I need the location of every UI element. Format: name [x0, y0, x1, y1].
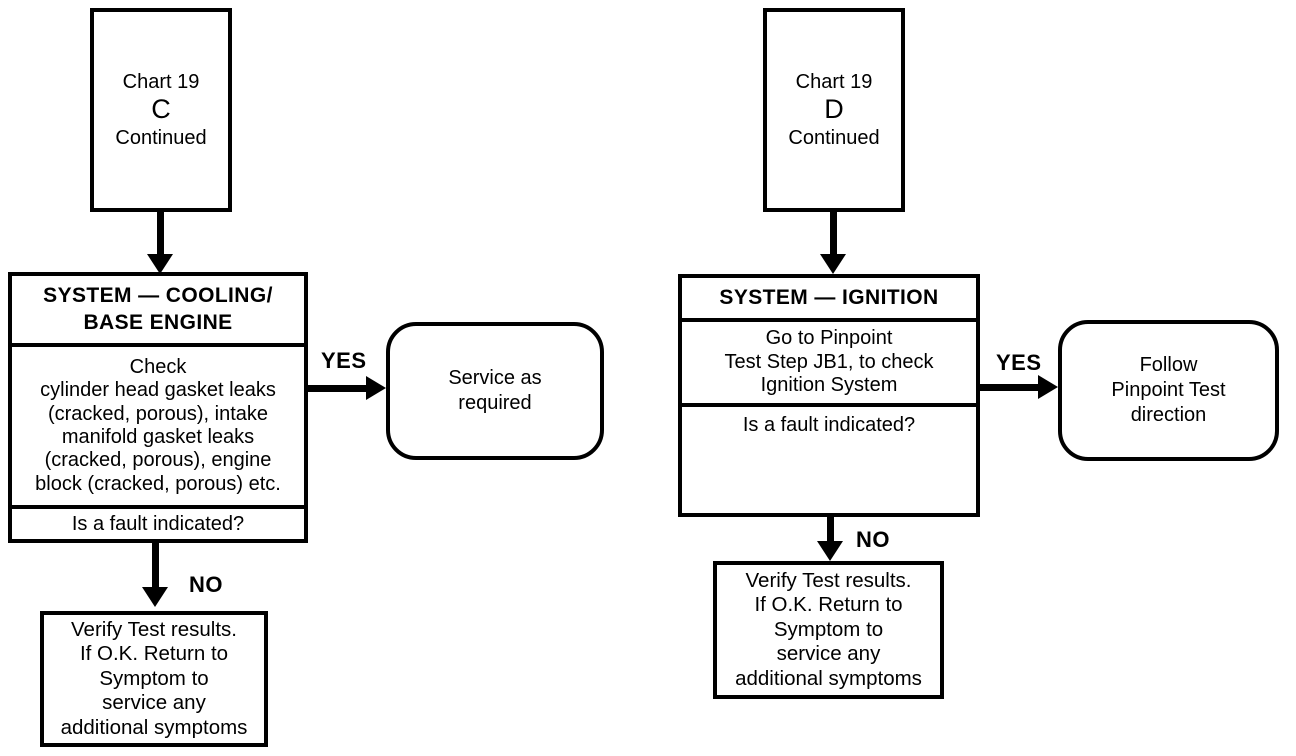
yes-branch-label: YES	[321, 348, 367, 373]
system-node-body: Check cylinder head gasket leaks (cracke…	[12, 347, 304, 509]
no-branch-label: NO	[856, 527, 890, 552]
end-node-verify-results-c: Verify Test results. If O.K. Return to S…	[40, 611, 268, 747]
arrow-stem	[304, 385, 368, 392]
start-node-title: Chart 19	[122, 71, 200, 94]
arrow-down-icon	[147, 254, 173, 274]
system-node-body: Go to Pinpoint Test Step JB1, to check I…	[682, 322, 976, 407]
start-node-chart-c: Chart 19 C Continued	[90, 8, 232, 212]
system-node-question: Is a fault indicated?	[742, 414, 916, 436]
arrow-down-icon	[817, 541, 843, 561]
system-node-header: SYSTEM — COOLING/ BASE ENGINE	[12, 276, 304, 347]
arrow-stem	[157, 210, 164, 256]
no-branch-label: NO	[189, 572, 223, 597]
arrow-stem	[976, 384, 1040, 391]
system-node-ignition: SYSTEM — IGNITION Go to Pinpoint Test St…	[678, 274, 980, 517]
arrow-stem	[827, 515, 834, 543]
yes-branch-label: YES	[996, 350, 1042, 375]
arrow-down-icon	[142, 587, 168, 607]
start-node-subtitle: Continued	[788, 126, 880, 149]
start-node-title: Chart 19	[795, 71, 873, 94]
arrow-stem	[830, 210, 837, 256]
start-node-chart-d: Chart 19 D Continued	[763, 8, 905, 212]
start-node-letter: C	[151, 94, 171, 125]
arrow-right-icon	[366, 376, 386, 400]
end-node-verify-results-d: Verify Test results. If O.K. Return to S…	[713, 561, 944, 699]
arrow-down-icon	[820, 254, 846, 274]
start-node-letter: D	[824, 94, 844, 125]
arrow-stem	[152, 541, 159, 589]
arrow-right-icon	[1038, 375, 1058, 399]
terminal-node-service-as-required: Service as required	[386, 322, 604, 460]
terminal-node-follow-pinpoint-test: Follow Pinpoint Test direction	[1058, 320, 1279, 461]
system-node-question: Is a fault indicated?	[71, 512, 245, 535]
system-node-header: SYSTEM — IGNITION	[682, 278, 976, 322]
system-node-cooling-base-engine: SYSTEM — COOLING/ BASE ENGINE Check cyli…	[8, 272, 308, 543]
start-node-subtitle: Continued	[115, 126, 207, 149]
